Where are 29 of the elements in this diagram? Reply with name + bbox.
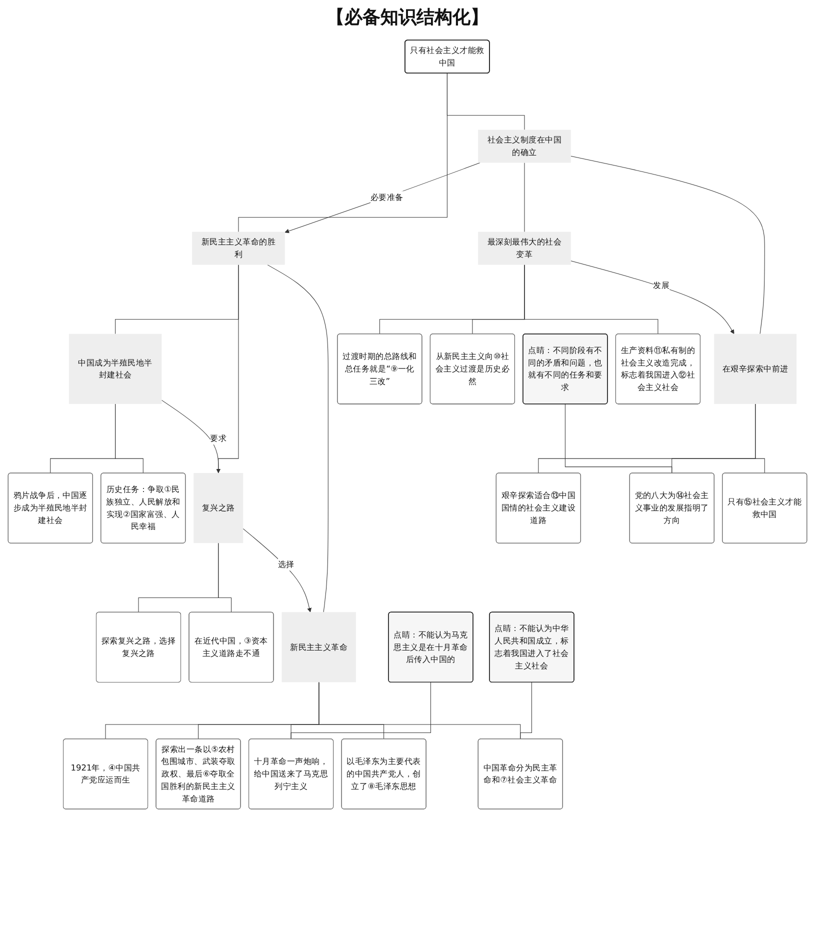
- node-box: 复兴之路: [194, 473, 244, 544]
- node-box: 新民主主义革命: [282, 612, 356, 682]
- arrow: [161, 400, 221, 474]
- connector: [115, 404, 144, 474]
- connector: [755, 404, 765, 474]
- diagram-title: 【必备知识结构化】: [326, 6, 488, 30]
- edge-label: 选择: [278, 559, 294, 570]
- node-box: 新民主主义革命的胜利: [192, 232, 285, 265]
- node-box: 在艰辛探索中前进: [714, 334, 797, 404]
- connector: [446, 72, 525, 130]
- edge-label: 要求: [210, 433, 227, 444]
- node-box: 最深刻最伟大的社会变革: [478, 232, 571, 265]
- connector: [218, 542, 232, 612]
- connector: [267, 264, 328, 612]
- connector: [564, 404, 672, 474]
- edge-label: 必要准备: [370, 192, 404, 202]
- connector: [524, 264, 658, 334]
- edge-label: 发展: [653, 280, 670, 290]
- connector: [318, 682, 384, 740]
- node-box: 中国成为半殖民地半封建社会: [68, 334, 162, 404]
- connector: [538, 404, 756, 474]
- arrow: [570, 260, 734, 334]
- connector: [570, 156, 765, 334]
- node-box: 社会主义制度在中国的确立: [478, 130, 571, 163]
- connector: [318, 682, 521, 740]
- arrow: [242, 528, 312, 612]
- arrow: [284, 162, 480, 234]
- connector: [290, 682, 431, 740]
- connector: [520, 682, 532, 740]
